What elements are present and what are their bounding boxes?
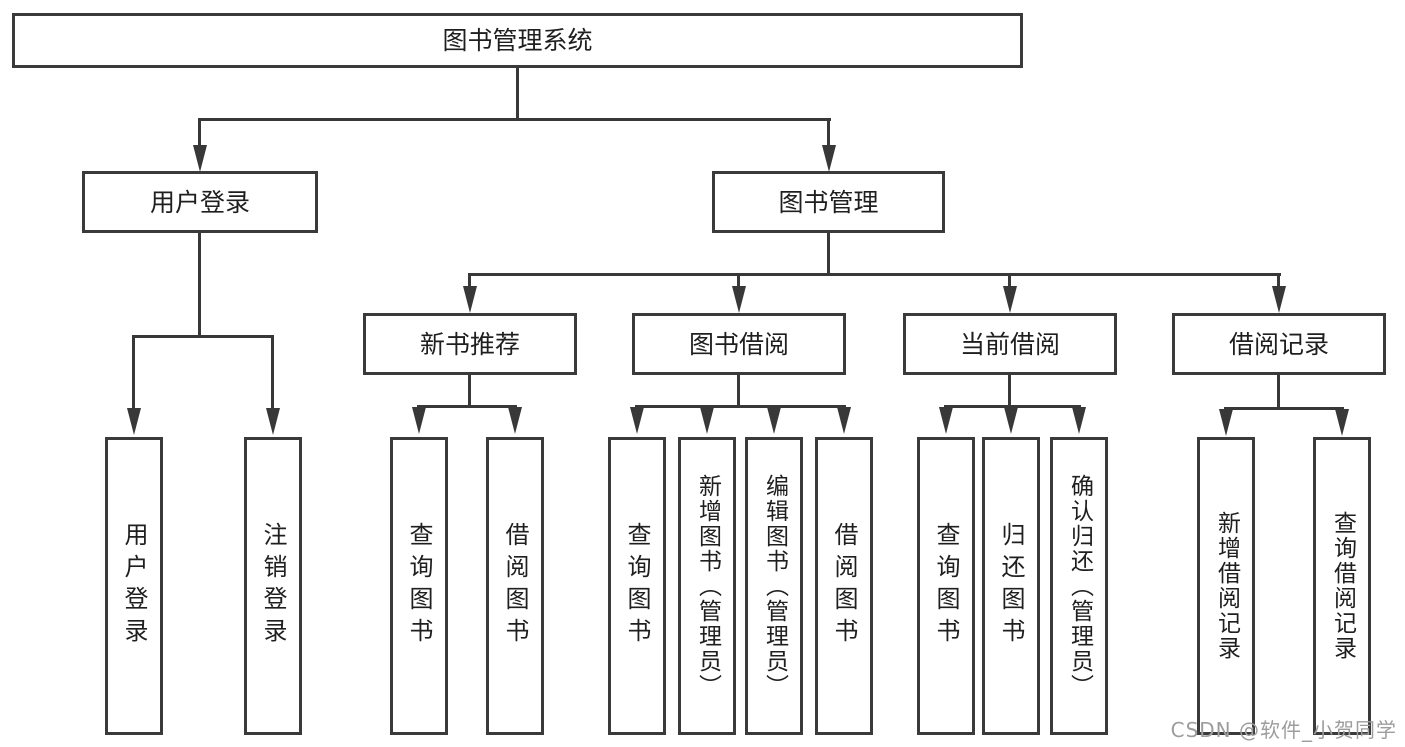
- node-borrow-records-label: 借阅记录: [1228, 329, 1329, 359]
- connector-current-borrow-rail: [944, 405, 1081, 408]
- node-borrow-records: 借阅记录: [1172, 313, 1386, 375]
- leaf-confirm-return-admin-label: 确认归还（管理员）: [1066, 473, 1093, 699]
- leaf-add-borrow-record: 新增借阅记录: [1197, 437, 1255, 735]
- node-user-login-label: 用户登录: [149, 187, 250, 217]
- arrow-down-icon: [508, 407, 522, 434]
- connector-current-borrow-stem: [1008, 375, 1011, 405]
- connector-to-borrow-records: [1277, 273, 1280, 287]
- leaf-add-book-admin-label: 新增图书（管理员）: [694, 473, 721, 699]
- connector-to-book-borrow: [737, 273, 740, 287]
- arrow-down-icon: [837, 407, 851, 434]
- connector-to-login: [132, 335, 135, 408]
- node-user-login: 用户登录: [82, 171, 318, 233]
- leaf-confirm-return-admin: 确认归还（管理员）: [1050, 437, 1108, 735]
- arrow-down-icon: [1335, 409, 1349, 436]
- node-library-system: 图书管理系统: [12, 13, 1023, 68]
- connector-user-login-stem: [198, 233, 201, 335]
- node-new-books: 新书推荐: [363, 313, 577, 375]
- leaf-borrow-book: 借阅图书: [815, 437, 873, 735]
- leaf-current-query-books-label: 查询图书: [932, 522, 960, 650]
- leaf-query-borrow-record-label: 查询借阅记录: [1329, 511, 1356, 661]
- connector-borrow-records-rail: [1224, 407, 1344, 410]
- leaf-user-login-label: 用户登录: [120, 522, 148, 650]
- node-book-borrow: 图书借阅: [632, 313, 846, 375]
- arrow-down-icon: [127, 408, 141, 435]
- leaf-newbooks-borrow-book-label: 借阅图书: [501, 522, 529, 650]
- connector-level2-rail: [198, 118, 831, 121]
- node-current-borrow-label: 当前借阅: [959, 329, 1060, 359]
- arrow-down-icon: [1072, 407, 1086, 434]
- arrow-down-icon: [822, 145, 836, 172]
- node-current-borrow: 当前借阅: [903, 313, 1117, 375]
- node-book-borrow-label: 图书借阅: [688, 329, 789, 359]
- leaf-add-book-admin: 新增图书（管理员）: [678, 437, 736, 735]
- connector-new-books-rail: [417, 405, 517, 408]
- arrow-down-icon: [412, 407, 426, 434]
- node-book-mgmt: 图书管理: [712, 171, 945, 233]
- arrow-down-icon: [767, 407, 781, 434]
- arrow-down-icon: [266, 408, 280, 435]
- leaf-newbooks-query-books-label: 查询图书: [405, 522, 433, 650]
- arrow-down-icon: [1004, 407, 1018, 434]
- connector-to-current-borrow: [1008, 273, 1011, 287]
- arrow-down-icon: [630, 407, 644, 434]
- connector-book-mgmt-stem: [827, 233, 830, 273]
- connector-level3-rail: [468, 273, 1281, 276]
- arrow-down-icon: [1003, 286, 1017, 313]
- arrow-down-icon: [463, 286, 477, 313]
- leaf-user-login: 用户登录: [105, 437, 163, 735]
- connector-new-books-stem: [468, 375, 471, 405]
- leaf-add-borrow-record-label: 新增借阅记录: [1213, 511, 1240, 661]
- arrow-down-icon: [193, 145, 207, 172]
- connector-root-stem: [516, 68, 519, 118]
- connector-borrow-records-stem: [1277, 375, 1280, 407]
- connector-to-user-login: [198, 118, 201, 148]
- connector-to-new-books: [468, 273, 471, 287]
- leaf-edit-book-admin-label: 编辑图书（管理员）: [761, 473, 788, 699]
- arrow-down-icon: [700, 407, 714, 434]
- node-library-system-label: 图书管理系统: [442, 26, 593, 55]
- csdn-watermark: CSDN @软件_小贺同学: [1170, 718, 1397, 742]
- leaf-borrow-query-books: 查询图书: [608, 437, 666, 735]
- leaf-query-borrow-record: 查询借阅记录: [1313, 437, 1371, 735]
- leaf-borrow-query-books-label: 查询图书: [623, 522, 651, 650]
- connector-to-logout: [271, 335, 274, 408]
- node-book-mgmt-label: 图书管理: [778, 187, 879, 217]
- arrow-down-icon: [1272, 286, 1286, 313]
- leaf-current-query-books: 查询图书: [917, 437, 975, 735]
- leaf-return-book-label: 归还图书: [997, 522, 1025, 650]
- node-new-books-label: 新书推荐: [419, 329, 520, 359]
- connector-book-borrow-stem: [737, 375, 740, 405]
- leaf-newbooks-query-books: 查询图书: [390, 437, 448, 735]
- leaf-edit-book-admin: 编辑图书（管理员）: [745, 437, 803, 735]
- connector-book-borrow-rail: [635, 405, 846, 408]
- connector-to-book-mgmt: [827, 118, 830, 148]
- leaf-logout: 注销登录: [244, 437, 302, 735]
- arrow-down-icon: [732, 286, 746, 313]
- arrow-down-icon: [939, 407, 953, 434]
- leaf-newbooks-borrow-book: 借阅图书: [486, 437, 544, 735]
- connector-user-login-rail: [132, 335, 274, 338]
- leaf-logout-label: 注销登录: [259, 522, 287, 650]
- leaf-borrow-book-label: 借阅图书: [830, 522, 858, 650]
- arrow-down-icon: [1219, 409, 1233, 436]
- leaf-return-book: 归还图书: [982, 437, 1040, 735]
